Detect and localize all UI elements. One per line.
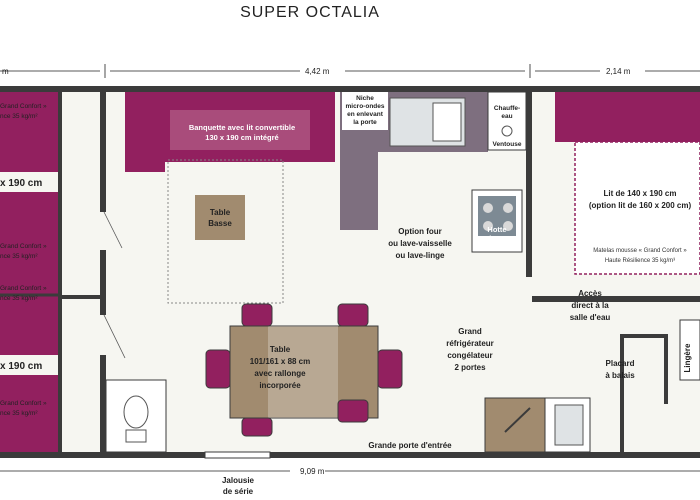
- table-label-4: incorporée: [259, 381, 301, 390]
- niche-4: la porte: [353, 119, 377, 126]
- bed3-mattress-1: Grand Confort »: [0, 285, 47, 292]
- left-bedroom: [0, 92, 62, 452]
- dim-right: 2,14 m: [606, 67, 631, 76]
- bed1-mattress-2: nce 35 kg/m²: [0, 113, 38, 120]
- mattress-right-2: Haute Résilience 35 kg/m³: [605, 258, 675, 264]
- left-doors: [103, 211, 126, 359]
- frigo-3: congélateur: [447, 351, 492, 360]
- chauffe-eau-1: Chauffe-: [494, 105, 520, 112]
- bed2-mattress-2: nce 35 kg/m²: [0, 253, 38, 260]
- table-label-3: avec rallonge: [254, 369, 306, 378]
- niche-3: en enlevant: [347, 111, 384, 118]
- option-1: Option four: [398, 227, 442, 236]
- frigo-1: Grand: [458, 327, 482, 336]
- jalousie-2: de série: [223, 487, 254, 496]
- table-basse-2: Basse: [208, 219, 232, 228]
- bed2-mattress-1: Grand Confort »: [0, 243, 47, 250]
- mattress-right-1: Matelas mousse « Grand Confort »: [593, 248, 687, 254]
- placard-walls: [620, 319, 700, 452]
- dim-middle: 4,42 m: [305, 67, 330, 76]
- hotte-1: Hotte: [487, 225, 506, 234]
- acces-2: direct à la: [571, 301, 609, 310]
- jalousie-1: Jalousie: [222, 476, 255, 485]
- top-dimension-line: [0, 64, 700, 78]
- acces-1: Accès: [578, 289, 602, 298]
- fridge: [484, 397, 591, 453]
- acces-3: salle d'eau: [570, 313, 611, 322]
- right-bedroom: [526, 92, 700, 302]
- placard-1: Placard: [606, 359, 635, 368]
- living-room: [125, 92, 335, 304]
- bed1-size: x 190 cm: [0, 178, 42, 189]
- banquette-label-1: Banquette avec lit convertible: [189, 123, 295, 132]
- lingerie: Lingère: [683, 343, 692, 372]
- ventouse: Ventouse: [493, 141, 522, 148]
- kitchen: [340, 91, 527, 253]
- table-basse-1: Table: [210, 208, 231, 217]
- bed3-size: x 190 cm: [0, 361, 42, 372]
- bed-right-2: (option lit de 160 x 200 cm): [589, 201, 692, 210]
- bed1-mattress-1: Grand Confort »: [0, 103, 47, 110]
- dining-table: [205, 303, 403, 437]
- frigo-2: réfrigérateur: [446, 339, 494, 348]
- option-2: ou lave-vaisselle: [388, 239, 452, 248]
- placard-2: à balais: [605, 371, 635, 380]
- plan-title: SUPER OCTALIA: [240, 4, 380, 21]
- chauffe-eau-2: eau: [501, 113, 512, 120]
- table-label-1: Table: [270, 345, 291, 354]
- bed-right-1: Lit de 140 x 190 cm: [604, 189, 677, 198]
- dim-left: m: [2, 67, 9, 76]
- bed4-mattress-1: Grand Confort »: [0, 400, 47, 407]
- niche-2: micro-ondes: [345, 103, 384, 110]
- niche-1: Niche: [356, 95, 374, 102]
- toilet: [105, 379, 167, 453]
- bed3-mattress-2: nce 35 kg/m²: [0, 295, 38, 302]
- table-label-2: 101/161 x 88 cm: [250, 357, 311, 366]
- bed4-mattress-2: nce 35 kg/m²: [0, 410, 38, 417]
- dim-bottom: 9,09 m: [300, 467, 325, 476]
- frigo-4: 2 portes: [454, 363, 486, 372]
- jalousie-window: [204, 451, 271, 459]
- left-partitions: [58, 92, 106, 452]
- hotte-2: inox: [489, 234, 505, 243]
- niche-box: [342, 92, 388, 130]
- entrance-door-label: Grande porte d'entrée: [368, 441, 452, 450]
- option-3: ou lave-linge: [396, 251, 445, 260]
- banquette-label-2: 130 x 190 cm intégré: [205, 133, 278, 142]
